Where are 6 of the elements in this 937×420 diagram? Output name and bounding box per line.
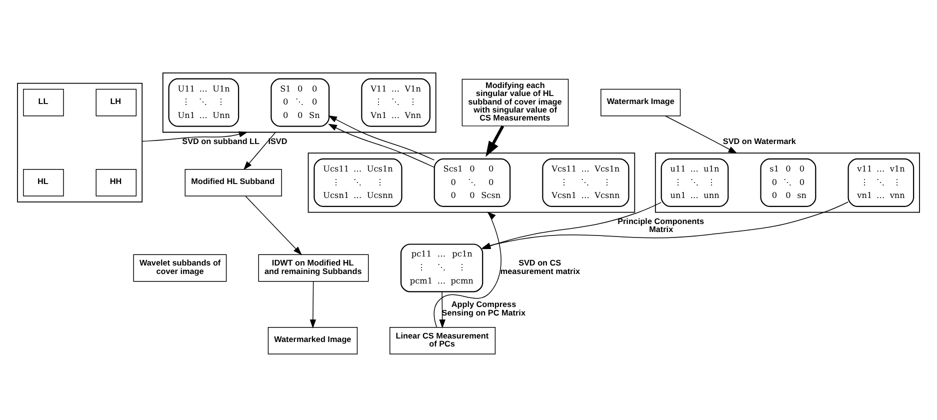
edge-label: SVD on subband LL <box>182 136 260 146</box>
edge-label: Apply Compress Sensing on PC Matrix <box>442 300 526 317</box>
edge-label: ISVD <box>268 136 288 146</box>
edge-label: SVD on Watermark <box>722 136 796 146</box>
edge-label: Principle Components Matrix <box>618 216 704 234</box>
edge-label: SVD on CS measurement matrix <box>500 258 580 276</box>
